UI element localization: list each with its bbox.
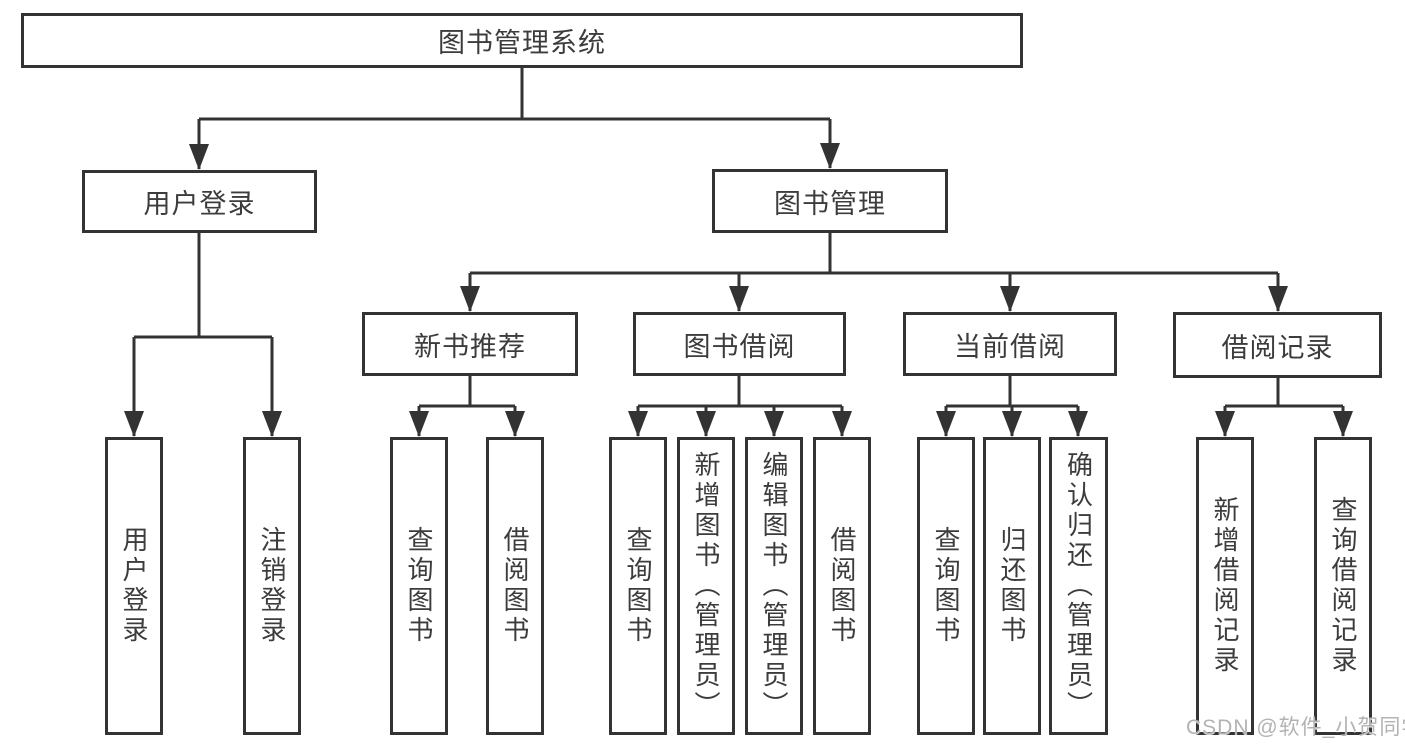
node-borrowing-records: 借阅记录: [1173, 312, 1382, 378]
leaf-add-borrow-record: 新增借阅记录: [1196, 437, 1254, 735]
leaf-borrow-books-recommend: 借阅图书: [486, 437, 544, 735]
leaf-query-books-borrowing: 查询图书: [609, 437, 667, 735]
leaf-query-books-current: 查询图书: [917, 437, 975, 735]
leaf-user-login: 用户登录: [105, 437, 163, 735]
connector-current-borrowing-split: [936, 376, 1088, 437]
connector-book-management-split: [460, 233, 1288, 312]
leaf-add-book-admin: 新增图书（管理员）: [677, 437, 735, 735]
node-root: 图书管理系统: [21, 13, 1023, 68]
leaf-confirm-return-admin: 确认归还（管理员）: [1049, 437, 1108, 735]
connector-borrowing-records-split: [1215, 378, 1353, 437]
node-book-management: 图书管理: [712, 169, 948, 233]
connector-user-login-split: [124, 233, 282, 437]
leaf-logout-login: 注销登录: [243, 437, 301, 735]
leaf-edit-book-admin: 编辑图书（管理员）: [745, 437, 803, 735]
csdn-watermark: CSDN @软件_小贺同学: [1186, 716, 1405, 739]
leaf-query-books-recommend: 查询图书: [390, 437, 448, 735]
connector-book-borrowing-split: [628, 376, 852, 437]
leaf-query-borrow-record: 查询借阅记录: [1314, 437, 1372, 735]
leaf-return-books: 归还图书: [983, 437, 1041, 735]
node-new-book-recommend: 新书推荐: [362, 312, 578, 376]
node-current-borrowing: 当前借阅: [903, 312, 1117, 376]
node-book-borrowing: 图书借阅: [633, 312, 846, 376]
leaf-borrow-books-borrowing: 借阅图书: [813, 437, 871, 735]
connector-new-book-recommend-split: [409, 376, 525, 437]
node-user-login: 用户登录: [82, 170, 317, 233]
connector-root-split: [189, 68, 840, 170]
